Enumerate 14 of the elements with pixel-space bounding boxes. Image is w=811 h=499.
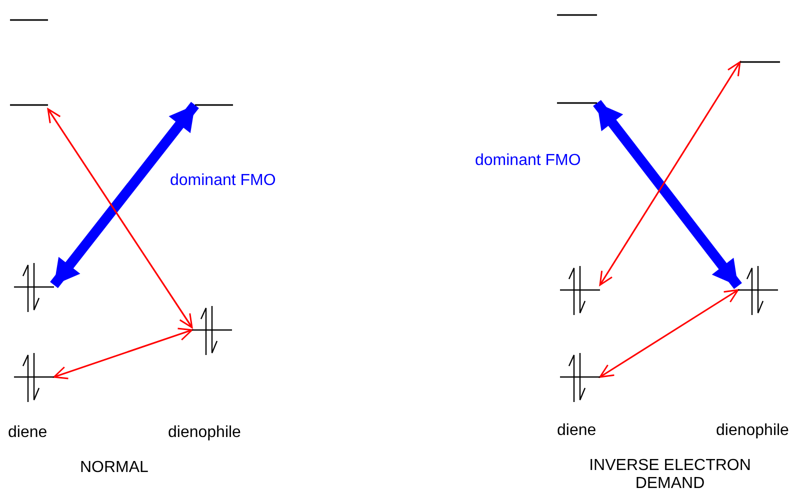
text-label: NORMAL <box>80 459 148 477</box>
text-label: dominant FMO <box>170 172 276 190</box>
text-label: dominant FMO <box>475 152 581 170</box>
thick-arrow <box>50 102 199 288</box>
arrow <box>599 61 741 286</box>
thick-arrow <box>593 100 742 290</box>
arrow <box>47 108 193 328</box>
panel-title: INVERSE ELECTRON DEMAND <box>588 457 752 493</box>
arrow <box>53 328 193 380</box>
text-label: diene <box>8 424 48 442</box>
text-label: diene <box>557 422 596 440</box>
text-label: dienophile <box>716 422 789 440</box>
text-label: dienophile <box>168 424 241 442</box>
arrow <box>599 289 739 378</box>
